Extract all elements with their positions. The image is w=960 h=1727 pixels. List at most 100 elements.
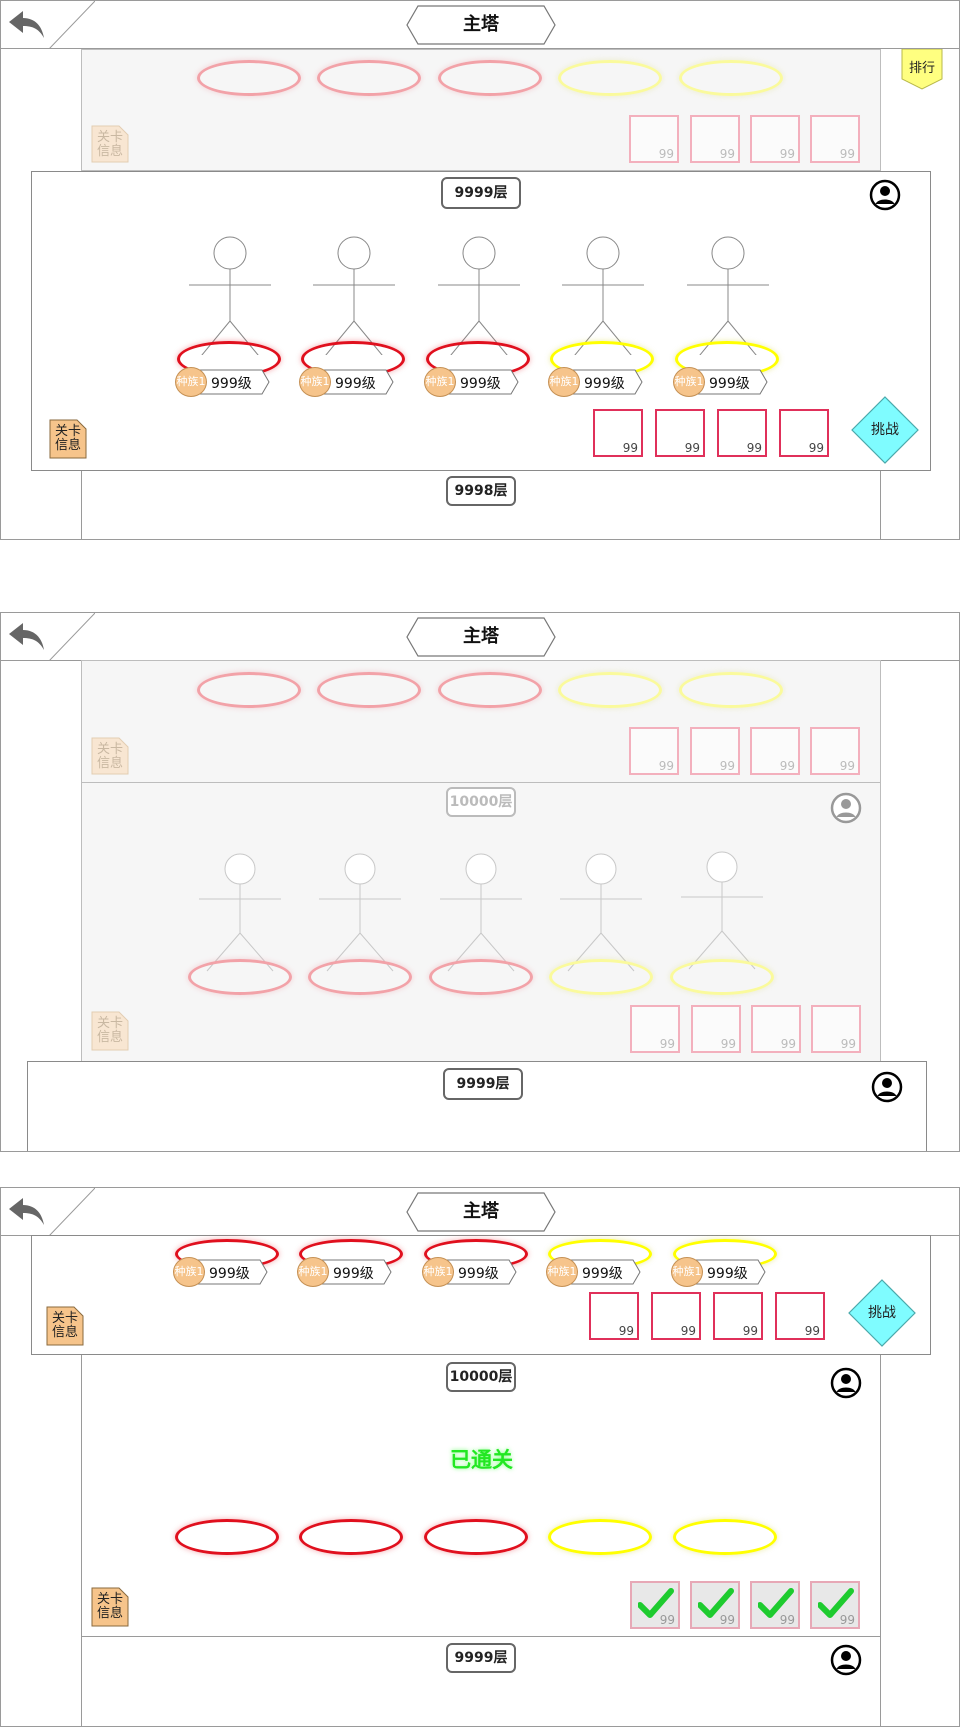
enemy-ring <box>188 959 292 995</box>
reward-slot-claimed[interactable]: 99 <box>750 1581 800 1629</box>
race-badge: 种族1 <box>173 1257 205 1287</box>
character-figure <box>199 853 281 972</box>
reward-slot[interactable]: 99 <box>811 1005 861 1053</box>
reward-slot[interactable]: 99 <box>810 115 860 163</box>
stage-info-label: 信息 <box>96 756 123 771</box>
user-avatar-icon[interactable] <box>871 1071 903 1103</box>
stage-info-icon[interactable]: 关卡 信息 <box>91 1587 129 1627</box>
character-figure <box>438 236 520 355</box>
user-avatar-icon[interactable] <box>869 179 901 211</box>
back-arrow-icon[interactable] <box>7 619 47 655</box>
upper-floor-badge: 10000层 <box>446 787 516 817</box>
character-figure <box>189 236 271 355</box>
check-icon <box>758 1588 794 1618</box>
character-figure <box>313 236 395 355</box>
stage-info-label: 关卡 <box>96 130 123 145</box>
level-text: 999级 <box>709 376 750 392</box>
reward-count: 99 <box>719 759 735 773</box>
reward-slot[interactable]: 99 <box>630 1005 680 1053</box>
race-badge: 种族1 <box>297 1257 329 1287</box>
reward-slot[interactable]: 99 <box>629 727 679 775</box>
check-icon <box>818 1588 854 1618</box>
reward-slot[interactable]: 99 <box>717 409 767 457</box>
level-text: 999级 <box>584 376 625 392</box>
race-badge: 种族1 <box>299 367 331 397</box>
reward-slot-claimed[interactable]: 99 <box>690 1581 740 1629</box>
page-title: 主塔 <box>463 14 499 35</box>
page-title-tab: 主塔 <box>406 5 556 45</box>
reward-slot[interactable]: 99 <box>775 1292 825 1340</box>
reward-count: 99 <box>779 759 795 773</box>
stage-info-icon[interactable]: 关卡 信息 <box>91 125 129 165</box>
character-figure <box>319 853 401 972</box>
reward-slot[interactable]: 99 <box>690 727 740 775</box>
enemy-ring <box>438 60 542 96</box>
reward-slot[interactable]: 99 <box>690 115 740 163</box>
reward-slot[interactable]: 99 <box>691 1005 741 1053</box>
level-text: 999级 <box>335 376 376 392</box>
stage-info-icon[interactable]: 关卡 信息 <box>49 419 87 459</box>
reward-slot[interactable]: 99 <box>713 1292 763 1340</box>
back-arrow-icon[interactable] <box>7 7 47 43</box>
hero-ring <box>673 1519 777 1555</box>
challenge-button[interactable]: 挑战 <box>846 1277 918 1349</box>
user-avatar-icon[interactable] <box>830 792 862 824</box>
hero-ring <box>299 1519 403 1555</box>
reward-slot[interactable]: 99 <box>751 1005 801 1053</box>
reward-count: 99 <box>839 759 855 773</box>
character-figure <box>562 236 644 355</box>
stage-info-label: 信息 <box>51 1325 78 1340</box>
level-text: 999级 <box>582 1266 623 1282</box>
reward-slot[interactable]: 99 <box>655 409 705 457</box>
race-badge: 种族1 <box>673 367 705 397</box>
stage-info-icon[interactable]: 关卡 信息 <box>46 1306 84 1346</box>
reward-slot[interactable]: 99 <box>593 409 643 457</box>
stage-info-icon[interactable]: 关卡 信息 <box>91 737 129 777</box>
challenge-button[interactable]: 挑战 <box>849 394 921 466</box>
reward-count: 99 <box>840 1037 856 1051</box>
reward-count: 99 <box>622 441 638 455</box>
tower-left-edge <box>81 1236 82 1726</box>
enemy-ring <box>317 60 421 96</box>
reward-slot[interactable]: 99 <box>589 1292 639 1340</box>
check-icon <box>698 1588 734 1618</box>
page-title-tab: 主塔 <box>406 617 556 657</box>
challenge-label: 挑战 <box>868 1305 896 1321</box>
reward-slot[interactable]: 99 <box>750 727 800 775</box>
page-title-tab: 主塔 <box>406 1192 556 1232</box>
enemy-ring <box>438 672 542 708</box>
level-text: 999级 <box>333 1266 374 1282</box>
reward-slot[interactable]: 99 <box>651 1292 701 1340</box>
reward-slot[interactable]: 99 <box>629 115 679 163</box>
ranking-button[interactable]: 排行 <box>901 49 943 91</box>
reward-count: 99 <box>839 1613 855 1627</box>
reward-slot[interactable]: 99 <box>750 115 800 163</box>
stage-info-label: 关卡 <box>96 742 123 757</box>
user-avatar-icon[interactable] <box>830 1367 862 1399</box>
header-divider <box>49 1 95 49</box>
back-arrow-icon[interactable] <box>7 1194 47 1230</box>
stage-info-icon[interactable]: 关卡 信息 <box>91 1011 129 1051</box>
level-text: 999级 <box>209 1266 250 1282</box>
cleared-floor-badge: 10000层 <box>446 1362 516 1392</box>
current-floor-badge: 9999层 <box>443 1068 523 1100</box>
reward-count: 99 <box>659 1613 675 1627</box>
user-avatar-icon[interactable] <box>830 1644 862 1676</box>
stage-info-label: 关卡 <box>51 1311 78 1326</box>
reward-slot-claimed[interactable]: 99 <box>630 1581 680 1629</box>
character-figure <box>440 853 522 972</box>
reward-slot[interactable]: 99 <box>779 409 829 457</box>
reward-count: 99 <box>684 441 700 455</box>
reward-slot-claimed[interactable]: 99 <box>810 1581 860 1629</box>
page-title: 主塔 <box>463 1201 499 1222</box>
race-badge: 种族1 <box>546 1257 578 1287</box>
reward-slot[interactable]: 99 <box>810 727 860 775</box>
enemy-ring <box>429 959 533 995</box>
enemy-ring <box>558 60 662 96</box>
header-border <box>1 48 959 49</box>
